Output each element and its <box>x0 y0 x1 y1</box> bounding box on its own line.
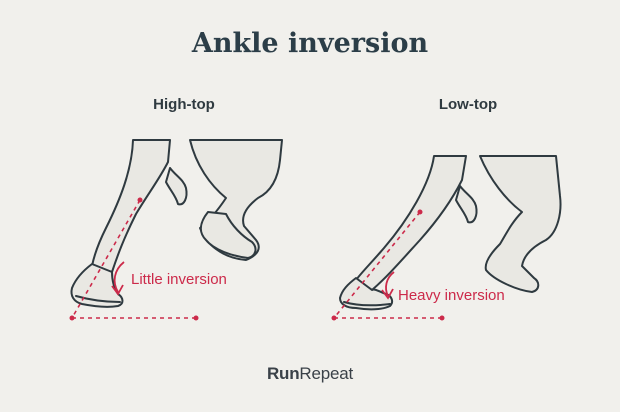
hand <box>165 167 188 206</box>
panel-label-low-top: Low-top <box>438 96 498 113</box>
pivot-point <box>331 315 337 321</box>
panel-label-high-top: High-top <box>153 96 215 113</box>
low-top-guide-dots <box>331 209 445 321</box>
brand-logo: RunRepeat <box>0 364 620 384</box>
annotation-heavy-inversion: Heavy inversion <box>398 287 505 304</box>
ground-endpoint <box>439 315 445 321</box>
brand-logo-run: Run <box>266 364 300 383</box>
high-top-guide-dots <box>69 197 199 321</box>
low-top-guides <box>333 211 442 319</box>
inversion-arrowhead-high <box>111 284 124 296</box>
leg-axis-line <box>333 211 421 319</box>
leg-axis-line <box>71 199 141 319</box>
back-shoe <box>200 211 257 259</box>
front-shoe <box>339 277 394 311</box>
inversion-arrow-high <box>113 261 125 293</box>
back-leg <box>479 155 562 293</box>
brand-logo-repeat: Repeat <box>299 364 354 383</box>
hand <box>455 185 478 224</box>
axis-endpoint <box>417 209 423 215</box>
shoe-sole <box>343 301 391 307</box>
shoe-sole <box>75 295 121 303</box>
annotation-little-inversion: Little inversion <box>131 271 227 288</box>
inversion-arrowhead-low <box>381 288 394 300</box>
front-leg <box>91 139 171 273</box>
high-top-figure <box>70 139 283 308</box>
pivot-point <box>69 315 75 321</box>
ground-endpoint <box>193 315 199 321</box>
high-top-guides <box>71 199 196 319</box>
inversion-arrow-low <box>385 271 395 297</box>
page-title: Ankle inversion <box>191 28 429 59</box>
axis-endpoint <box>137 197 143 203</box>
